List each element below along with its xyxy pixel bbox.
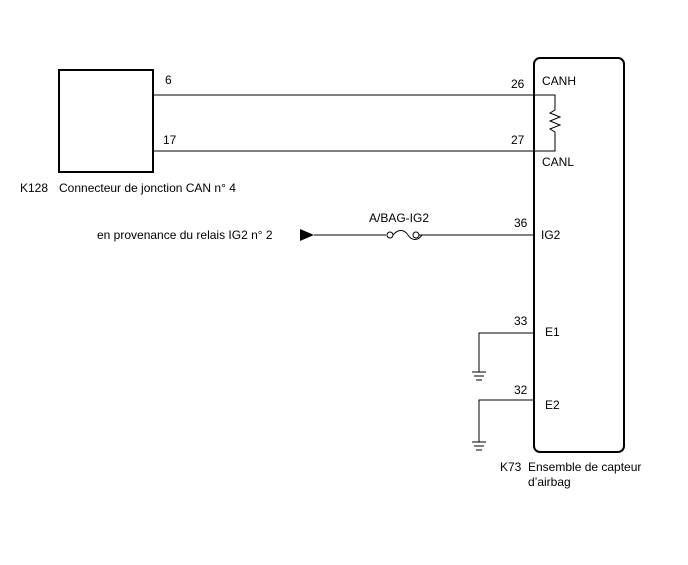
ground-icon (472, 371, 486, 381)
k128-pin-canl: 17 (163, 133, 177, 147)
k73-pin-e1-label: E1 (545, 325, 560, 339)
e1-line (478, 332, 534, 372)
canh-wire: 6 26 CANH (153, 73, 576, 96)
k128-name: Connecteur de jonction CAN n° 4 (59, 181, 236, 195)
k128-connector: K128 Connecteur de jonction CAN n° 4 (20, 69, 236, 195)
k73-id: K73 (500, 460, 522, 474)
fuse-icon (392, 230, 423, 240)
k73-box (533, 57, 625, 453)
k73-pin-canl-label: CANL (542, 155, 574, 169)
k73-name-line2: d’airbag (528, 475, 571, 489)
arrow-right-icon (300, 229, 314, 241)
fuse-terminal-left (386, 231, 394, 239)
k73-pin-canh-num: 26 (511, 77, 525, 91)
k73-pin-e2-num: 32 (514, 383, 528, 397)
canl-wire: 17 27 CANL (153, 133, 574, 169)
power-source-label: en provenance du relais IG2 n° 2 (97, 228, 273, 242)
resistor-zigzag (534, 94, 562, 152)
ground-icon (472, 441, 486, 451)
k73-pin-e1-num: 33 (514, 314, 528, 328)
k73-pin-e2-label: E2 (545, 398, 560, 412)
fuse-terminal-right (412, 231, 420, 239)
k73-pin-ig2-label: IG2 (541, 228, 561, 242)
e1-ground-wire: 33 E1 (472, 314, 560, 381)
k128-box (58, 69, 154, 173)
k73-sensor-assembly: K73 Ensemble de capteur d’airbag (500, 57, 641, 489)
fuse-label: A/BAG-IG2 (369, 211, 429, 225)
k128-id: K128 (20, 181, 48, 195)
ig2-wire: en provenance du relais IG2 n° 2 A/BAG-I… (97, 211, 561, 242)
k73-name-line1: Ensemble de capteur (528, 460, 641, 474)
k73-pin-canh-label: CANH (542, 74, 576, 88)
k73-pin-ig2-num: 36 (514, 216, 528, 230)
k128-pin-canh: 6 (165, 73, 172, 87)
k73-pin-canl-num: 27 (511, 133, 525, 147)
e2-line (478, 399, 534, 442)
e2-ground-wire: 32 E2 (472, 383, 560, 451)
terminating-resistor-icon (534, 94, 562, 152)
